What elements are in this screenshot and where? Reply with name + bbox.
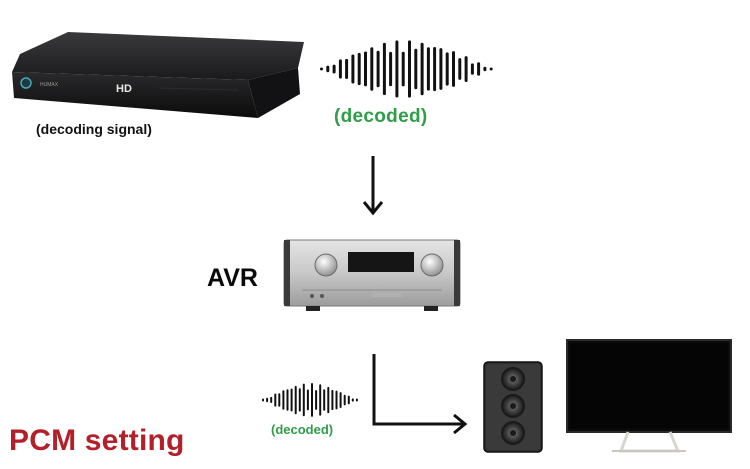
wave-bar — [347, 395, 350, 405]
wave-bar — [290, 388, 293, 412]
wave-bar — [262, 398, 264, 402]
soundwave-icon — [320, 40, 493, 98]
wave-bar — [319, 384, 322, 416]
wave-bar — [433, 47, 437, 92]
wave-bar — [326, 65, 330, 73]
wave-bar — [338, 59, 342, 79]
avr-receiver-image — [283, 239, 461, 311]
wave-bar — [483, 66, 487, 72]
wave-bar — [408, 40, 411, 98]
wave-bar — [339, 392, 342, 408]
wave-bar — [351, 398, 354, 402]
wave-bar — [376, 50, 380, 88]
wave-bar — [439, 48, 443, 90]
wave-bar — [327, 386, 330, 414]
wave-bar — [452, 51, 455, 87]
decoded-label-top: (decoded) — [334, 106, 428, 127]
wave-bar — [286, 389, 289, 411]
avr-label: AVR — [207, 264, 258, 292]
wave-bar — [401, 51, 405, 87]
wave-bar — [345, 58, 349, 79]
wave-bar — [357, 52, 361, 86]
wave-bar — [274, 393, 277, 407]
wave-bar — [266, 397, 269, 403]
blu-ray-player-image: HUMAX HD — [12, 32, 304, 118]
wave-bar — [370, 47, 374, 91]
soundwave-icon — [262, 383, 358, 417]
elbow-arrow-icon — [372, 354, 468, 435]
wave-bar — [332, 64, 336, 74]
down-arrow-icon — [362, 156, 384, 216]
wave-bar — [311, 383, 313, 417]
wave-bar — [364, 51, 367, 87]
wave-bar — [343, 394, 346, 406]
wave-bar — [306, 389, 309, 411]
player-caption: (decoding signal) — [36, 121, 152, 137]
wave-bar — [355, 398, 358, 402]
player-brand-text: HUMAX — [40, 82, 59, 88]
wave-bar — [420, 42, 424, 96]
wave-bar — [458, 58, 462, 80]
wave-bar — [282, 390, 285, 410]
wave-bar — [489, 67, 493, 71]
wave-bar — [464, 56, 468, 82]
player-hd-badge: HD — [116, 83, 132, 95]
wave-bar — [445, 52, 449, 86]
wave-bar — [389, 51, 393, 87]
wave-bar — [395, 40, 399, 98]
wave-bar — [335, 390, 338, 410]
diagram-title: PCM setting — [9, 424, 185, 457]
wave-bar — [278, 393, 281, 407]
wave-bar — [331, 389, 334, 411]
tv-image — [566, 339, 732, 453]
wave-bar — [426, 47, 430, 91]
wave-bar — [477, 62, 481, 76]
wave-bar — [470, 63, 474, 75]
wave-bar — [294, 385, 297, 415]
wave-bar — [302, 383, 305, 417]
wave-bar — [323, 389, 326, 411]
decoded-label-bottom: (decoded) — [271, 422, 334, 437]
wave-bar — [270, 396, 273, 403]
wave-bar — [315, 390, 318, 410]
speaker-image — [483, 361, 543, 453]
wave-bar — [320, 67, 323, 71]
wave-bar — [382, 42, 386, 96]
wave-bar — [351, 54, 355, 84]
wave-bar — [414, 48, 418, 90]
wave-bar — [298, 388, 301, 412]
